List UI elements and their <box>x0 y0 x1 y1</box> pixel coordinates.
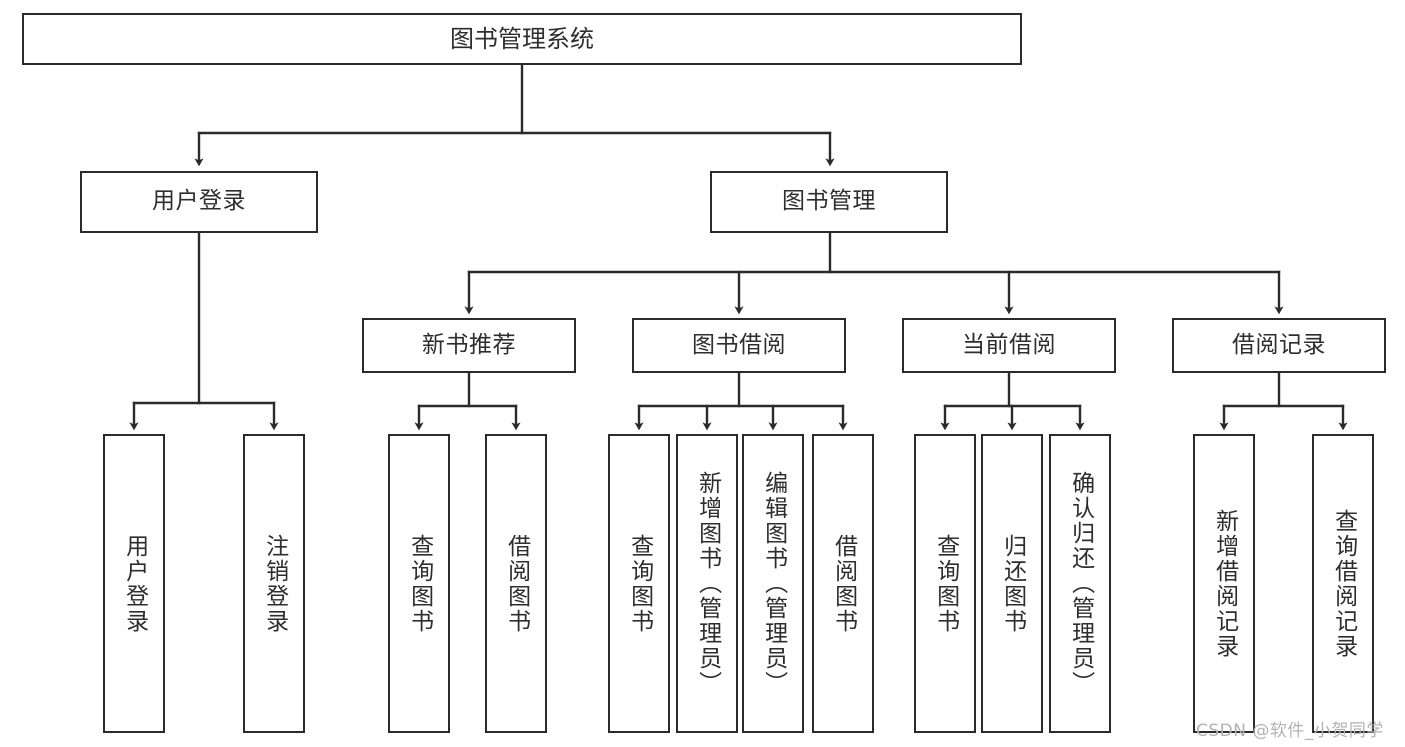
node-leaf-user-login[interactable]: 用户登录 <box>103 434 165 733</box>
node-leaf-borrow-book-2-label: 借阅图书 <box>830 533 857 634</box>
node-leaf-borrow-book-1[interactable]: 借阅图书 <box>485 434 547 733</box>
node-borrow-record-label: 借阅记录 <box>1232 331 1326 358</box>
node-book-manage-label: 图书管理 <box>782 188 876 215</box>
node-new-book-rec-label: 新书推荐 <box>422 331 516 358</box>
node-leaf-query-book-3[interactable]: 查询图书 <box>914 434 976 733</box>
node-leaf-query-book-2[interactable]: 查询图书 <box>608 434 670 733</box>
node-leaf-edit-book[interactable]: 编辑图书（管理员） <box>742 434 804 733</box>
node-book-manage[interactable]: 图书管理 <box>710 171 948 233</box>
node-leaf-return-book[interactable]: 归还图书 <box>981 434 1043 733</box>
node-user-login-label: 用户登录 <box>152 188 246 215</box>
watermark: CSDN @软件_小贺同学 <box>1196 721 1384 741</box>
node-root[interactable]: 图书管理系统 <box>22 13 1022 65</box>
node-leaf-user-login-label: 用户登录 <box>121 533 148 634</box>
node-leaf-borrow-book-1-label: 借阅图书 <box>503 533 530 634</box>
node-borrow-record[interactable]: 借阅记录 <box>1172 318 1386 373</box>
node-new-book-rec[interactable]: 新书推荐 <box>362 318 576 373</box>
node-leaf-query-record-label: 查询借阅记录 <box>1330 508 1357 659</box>
node-user-login[interactable]: 用户登录 <box>80 171 318 233</box>
node-leaf-query-book-2-label: 查询图书 <box>626 533 653 634</box>
node-leaf-query-record[interactable]: 查询借阅记录 <box>1312 434 1374 733</box>
node-root-label: 图书管理系统 <box>450 24 594 53</box>
node-leaf-logout-label: 注销登录 <box>261 533 288 634</box>
node-leaf-query-book-1[interactable]: 查询图书 <box>388 434 450 733</box>
node-leaf-query-book-1-label: 查询图书 <box>406 533 433 634</box>
node-leaf-logout[interactable]: 注销登录 <box>243 434 305 733</box>
node-book-borrow[interactable]: 图书借阅 <box>632 318 846 373</box>
node-leaf-add-book[interactable]: 新增图书（管理员） <box>676 434 738 733</box>
node-leaf-add-record-label: 新增借阅记录 <box>1211 508 1238 659</box>
node-leaf-borrow-book-2[interactable]: 借阅图书 <box>812 434 874 733</box>
node-leaf-confirm-return[interactable]: 确认归还（管理员） <box>1049 434 1111 733</box>
node-leaf-query-book-3-label: 查询图书 <box>932 533 959 634</box>
node-leaf-add-book-label: 新增图书（管理员） <box>694 471 721 696</box>
node-current-borrow-label: 当前借阅 <box>962 331 1056 358</box>
node-leaf-add-record[interactable]: 新增借阅记录 <box>1193 434 1255 733</box>
node-leaf-edit-book-label: 编辑图书（管理员） <box>760 471 787 696</box>
node-current-borrow[interactable]: 当前借阅 <box>902 318 1116 373</box>
node-leaf-return-book-label: 归还图书 <box>999 533 1026 634</box>
node-book-borrow-label: 图书借阅 <box>692 331 786 358</box>
node-leaf-confirm-return-label: 确认归还（管理员） <box>1067 471 1094 696</box>
